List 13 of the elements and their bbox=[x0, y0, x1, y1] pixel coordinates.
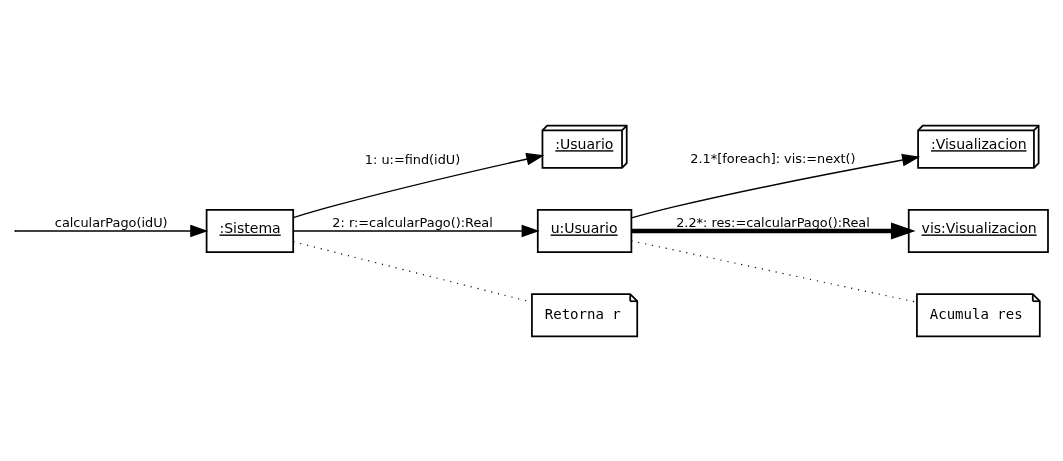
arrow bbox=[630, 153, 921, 219]
edge-label: 2.1*[foreach]: vis:=next() bbox=[690, 150, 856, 166]
edge-label: 2: r:=calcularPago():Real bbox=[332, 214, 493, 230]
edge-label: 1: u:=find(idU) bbox=[364, 151, 461, 167]
node-box: :Sistema bbox=[205, 208, 295, 253]
arrow bbox=[15, 224, 209, 237]
arrow bbox=[631, 221, 916, 240]
node-box: vis:Visualizacion bbox=[907, 208, 1049, 253]
edge-label: 2.2*: res:=calcularPago():Real bbox=[676, 214, 870, 230]
arrow bbox=[292, 152, 545, 218]
node-box: u:Usuario bbox=[536, 208, 633, 253]
edge-label: calcularPago(idU) bbox=[54, 214, 168, 230]
arrow bbox=[292, 224, 540, 237]
